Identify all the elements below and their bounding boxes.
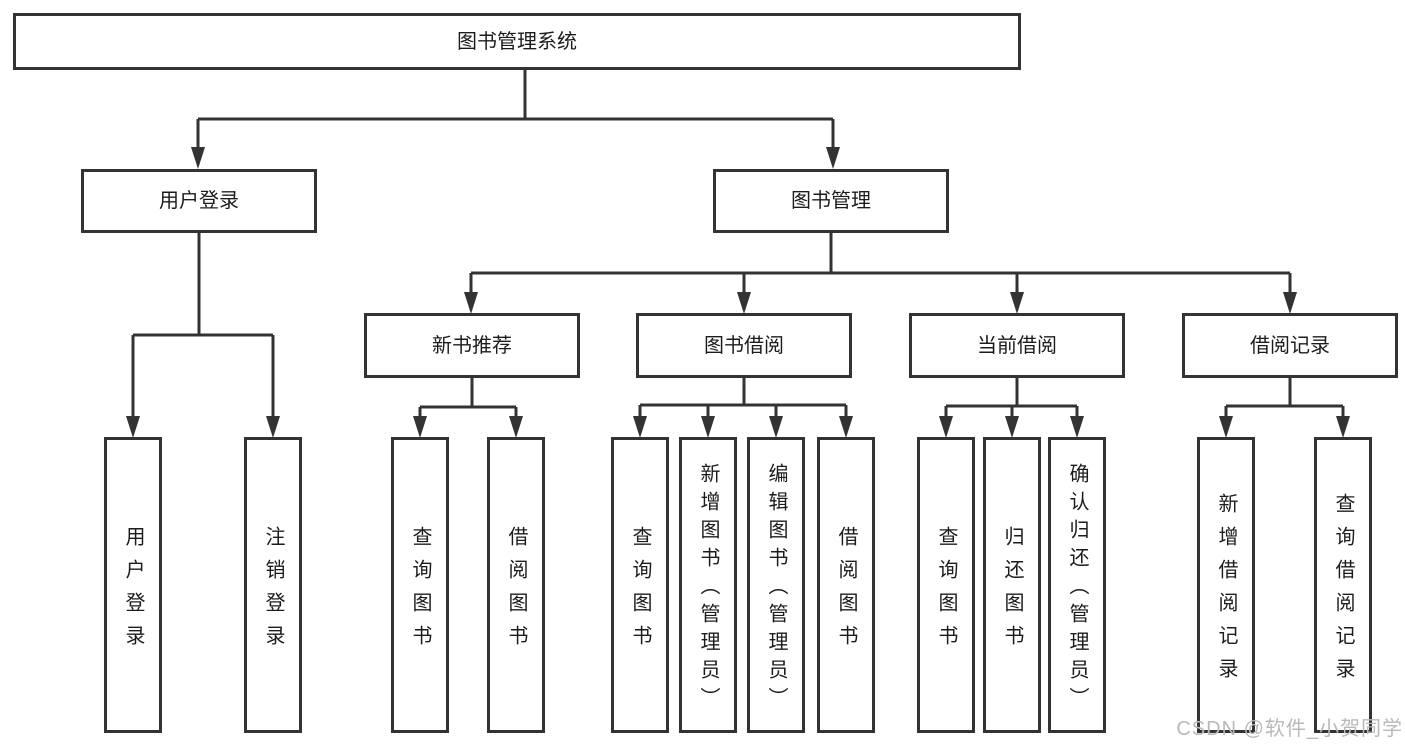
leaf-return-book: 归还图书	[983, 437, 1041, 733]
leaf-borrow-book: 借阅图书	[817, 437, 875, 733]
leaf-query-borrow-record: 查询借阅记录	[1314, 437, 1372, 733]
node-user-login-branch: 用户登录	[81, 169, 317, 233]
node-borrow-record: 借阅记录	[1182, 313, 1398, 378]
node-book-management-branch: 图书管理	[713, 169, 949, 233]
leaf-borrow-book-recommend: 借阅图书	[487, 437, 545, 733]
node-book-borrow: 图书借阅	[636, 313, 852, 378]
leaf-user-login: 用户登录	[104, 437, 162, 733]
node-new-book-recommend: 新书推荐	[364, 313, 580, 378]
node-root-system: 图书管理系统	[13, 13, 1021, 70]
leaf-add-book-admin: 新增图书（管理员）	[679, 437, 737, 733]
leaf-logout: 注销登录	[244, 437, 302, 733]
leaf-query-book-recommend: 查询图书	[391, 437, 449, 733]
leaf-query-book-borrow: 查询图书	[611, 437, 669, 733]
node-current-borrow: 当前借阅	[909, 313, 1125, 378]
leaf-edit-book-admin: 编辑图书（管理员）	[747, 437, 805, 733]
csdn-watermark: CSDN @软件_小贺同学	[1176, 718, 1403, 740]
leaf-query-book-current: 查询图书	[917, 437, 975, 733]
leaf-confirm-return-admin: 确认归还（管理员）	[1048, 437, 1106, 733]
leaf-add-borrow-record: 新增借阅记录	[1197, 437, 1255, 733]
